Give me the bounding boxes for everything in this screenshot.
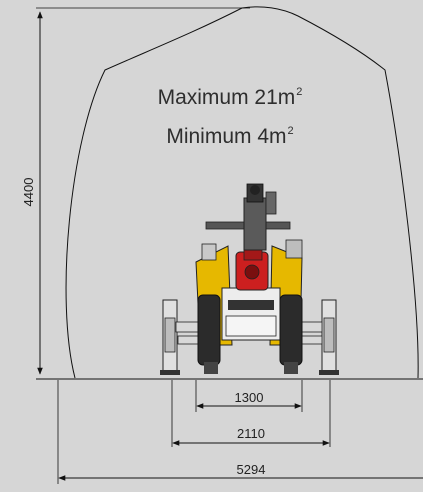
height-dimension: 4400 [21, 7, 250, 375]
stabilizer-width-dimension: 2110 [172, 426, 330, 446]
maximum-area-label: Maximum 21m2 [140, 86, 320, 110]
maximum-area-exponent: 2 [296, 86, 303, 98]
stabilizer-width-label: 2110 [237, 426, 265, 441]
minimum-area-label: Minimum 4m2 [140, 125, 320, 149]
overall-width-dimension: 5294 [58, 462, 423, 481]
tunnel-profile [65, 6, 419, 379]
track-width-label: 1300 [235, 390, 264, 405]
overall-width-label: 5294 [237, 462, 266, 477]
height-dimension-label: 4400 [21, 178, 36, 207]
machine-front-view [160, 183, 339, 375]
maximum-area-text: Maximum 21m [157, 86, 296, 109]
minimum-area-text: Minimum 4m [166, 125, 287, 148]
minimum-area-exponent: 2 [287, 125, 294, 137]
track-width-dimension: 1300 [196, 390, 302, 409]
